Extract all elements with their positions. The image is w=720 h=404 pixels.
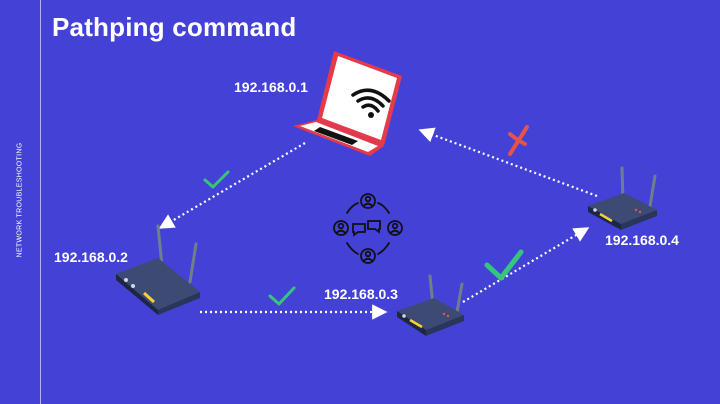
- user-network-cycle-icon: [333, 193, 403, 264]
- ip-label-router-2: 192.168.0.2: [54, 249, 128, 265]
- sidebar-divider: [40, 0, 41, 404]
- ip-label-router-4: 192.168.0.4: [605, 232, 679, 248]
- hop-arrow-4-to-1: [418, 127, 598, 198]
- page-title: Pathping command: [52, 12, 297, 42]
- router-icon: [588, 166, 657, 230]
- laptop-wifi-icon: [293, 51, 402, 156]
- router-icon: [397, 274, 464, 336]
- check-icon: [484, 249, 524, 281]
- ip-label-router-3: 192.168.0.3: [324, 286, 398, 302]
- cross-icon: [508, 125, 529, 156]
- ip-label-laptop: 192.168.0.1: [234, 79, 308, 95]
- hop-arrow-3-to-4: [462, 227, 590, 303]
- router-icon: [116, 224, 200, 315]
- check-icon: [268, 286, 296, 306]
- hop-arrow-1-to-2: [158, 142, 306, 229]
- check-icon: [203, 170, 230, 189]
